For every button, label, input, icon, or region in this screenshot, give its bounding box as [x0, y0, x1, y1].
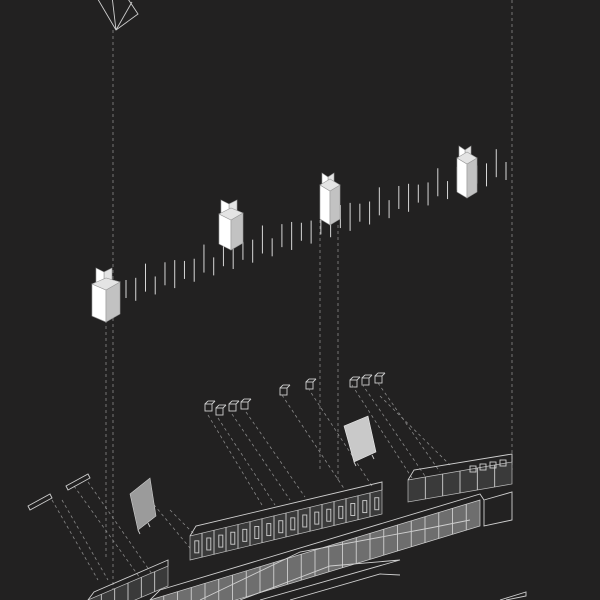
pier-block-icon [215, 407, 224, 416]
ramp-panel [129, 477, 157, 535]
pier-block-icon [349, 379, 358, 388]
ground-slab [199, 491, 527, 600]
wall-module-icon [189, 481, 383, 561]
post-row [125, 149, 507, 301]
pier-block-icon [240, 401, 249, 410]
wall-module-icon [407, 453, 513, 503]
house-volume-icon [456, 145, 478, 199]
pier-block-icon [204, 403, 213, 412]
wall-fragment-icon [27, 473, 91, 511]
pier-block-icon [305, 381, 314, 390]
house-volume-icon [91, 267, 121, 323]
house-volume-icon [218, 199, 244, 251]
pier-block-icon [374, 375, 383, 384]
pier-blocks [204, 372, 386, 416]
ramp-panel [343, 415, 377, 467]
foundation-band [87, 493, 485, 600]
pier-block-icon [361, 377, 370, 386]
pier-block-icon [228, 403, 237, 412]
house-volume-icon [319, 172, 341, 226]
roof-pyramid-icon [97, 0, 139, 31]
pier-block-icon [279, 387, 288, 396]
